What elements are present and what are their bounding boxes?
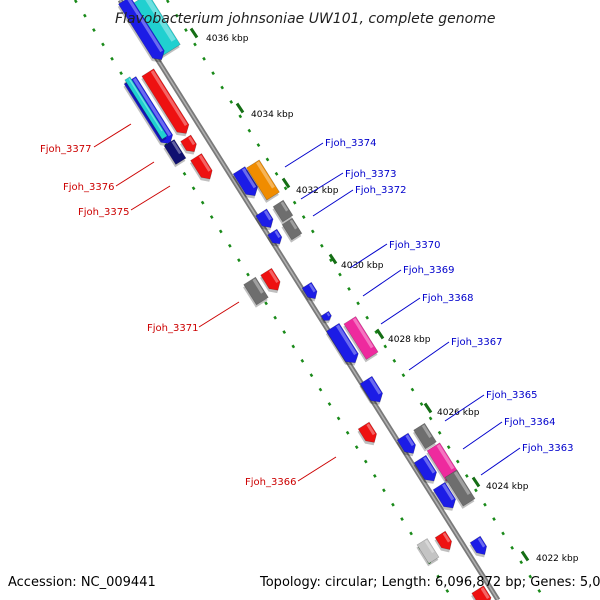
gene-3363[interactable] [431, 481, 459, 514]
gene-lightgray-bottom[interactable] [415, 538, 440, 567]
gene-3370[interactable] [300, 281, 321, 304]
gene-label-fjoh-3374[interactable]: Fjoh_3374 [325, 138, 376, 149]
gene-3371[interactable] [259, 267, 284, 296]
gene-3375[interactable] [189, 153, 217, 186]
gene-3372-a[interactable] [271, 199, 294, 225]
gene-3376-red[interactable] [179, 134, 200, 158]
gene-3365-gray[interactable] [412, 422, 437, 452]
gene-3374[interactable] [245, 159, 281, 203]
kbp-tick [328, 253, 338, 265]
gene-label-fjoh-3373[interactable]: Fjoh_3373 [345, 169, 396, 180]
gene-3366[interactable] [356, 421, 380, 449]
gene-label-fjoh-3372[interactable]: Fjoh_3372 [355, 185, 406, 196]
gene-blue-bottom[interactable] [468, 535, 491, 560]
tick-track-right [165, 0, 547, 600]
gene-label-fjoh-3364[interactable]: Fjoh_3364 [504, 417, 555, 428]
kbp-labels: 4036 kbp 4034 kbp 4032 kbp 4030 kbp 4028… [206, 34, 579, 564]
gene-3372-blue[interactable] [266, 228, 286, 249]
gene-3369[interactable] [319, 310, 334, 325]
genome-backbone-highlight [119, 0, 499, 600]
map-title: Flavobacterium johnsoniae UW101, complet… [115, 11, 495, 27]
accession-text: Accession: NC_009441 [8, 575, 156, 590]
gene-red-edge[interactable] [470, 585, 495, 600]
gene-label-fjoh-3369[interactable]: Fjoh_3369 [403, 265, 454, 276]
gene-3377-cyan[interactable] [123, 76, 168, 142]
kbp-label-4026: 4026 kbp [437, 408, 480, 418]
gene-blue-top[interactable] [117, 0, 169, 66]
gene-red-bottom[interactable] [433, 530, 456, 555]
gene-3373[interactable] [254, 208, 277, 234]
gene-3377-red[interactable] [140, 68, 193, 140]
gene-3365[interactable] [395, 432, 419, 460]
kbp-label-4024: 4024 kbp [486, 482, 529, 492]
gene-label-fjoh-3363[interactable]: Fjoh_3363 [522, 443, 573, 454]
topology-text: Topology: circular; Length: 6,096,872 bp… [259, 575, 600, 590]
kbp-tick [375, 328, 385, 340]
gene-label-fjoh-3365[interactable]: Fjoh_3365 [486, 390, 537, 401]
kbp-label-4022: 4022 kbp [536, 554, 579, 564]
gene-cyan-top[interactable] [128, 0, 181, 60]
kbp-label-4030: 4030 kbp [341, 261, 384, 271]
gene-label-fjoh-3368[interactable]: Fjoh_3368 [422, 293, 473, 304]
gene-3363-gray[interactable] [443, 469, 476, 509]
gene-label-fjoh-3367[interactable]: Fjoh_3367 [451, 337, 502, 348]
gene-3376[interactable] [162, 139, 187, 168]
kbp-label-4032: 4032 kbp [296, 186, 339, 196]
gene-3368[interactable] [342, 316, 379, 363]
kbp-tick [235, 102, 245, 114]
kbp-tick [423, 402, 433, 414]
gene-3364[interactable] [412, 454, 440, 487]
gene-labels: Fjoh_3377 Fjoh_3376 Fjoh_3375 Fjoh_3374 … [40, 138, 573, 488]
gene-features [117, 0, 495, 600]
gene-label-fjoh-3377[interactable]: Fjoh_3377 [40, 144, 91, 155]
kbp-label-4028: 4028 kbp [388, 335, 431, 345]
gene-3372-b[interactable] [280, 217, 303, 243]
gene-label-fjoh-3371[interactable]: Fjoh_3371 [147, 323, 198, 334]
label-leader-lines [93, 123, 521, 482]
gene-label-fjoh-3370[interactable]: Fjoh_3370 [389, 240, 440, 251]
kbp-label-4036: 4036 kbp [206, 34, 249, 44]
kbp-ticks [189, 27, 530, 562]
kbp-label-4034: 4034 kbp [251, 110, 294, 120]
kbp-tick [471, 476, 481, 488]
gene-label-fjoh-3375[interactable]: Fjoh_3375 [78, 207, 129, 218]
kbp-tick [189, 27, 199, 39]
kbp-tick [281, 177, 291, 189]
gene-3367[interactable] [358, 375, 386, 408]
gene-label-fjoh-3366[interactable]: Fjoh_3366 [245, 477, 296, 488]
gene-3368-blue[interactable] [325, 322, 363, 369]
gene-label-fjoh-3376[interactable]: Fjoh_3376 [63, 182, 114, 193]
gene-3374-blue[interactable] [231, 166, 262, 203]
kbp-tick [520, 550, 530, 562]
gene-3371-gray[interactable] [242, 276, 269, 308]
